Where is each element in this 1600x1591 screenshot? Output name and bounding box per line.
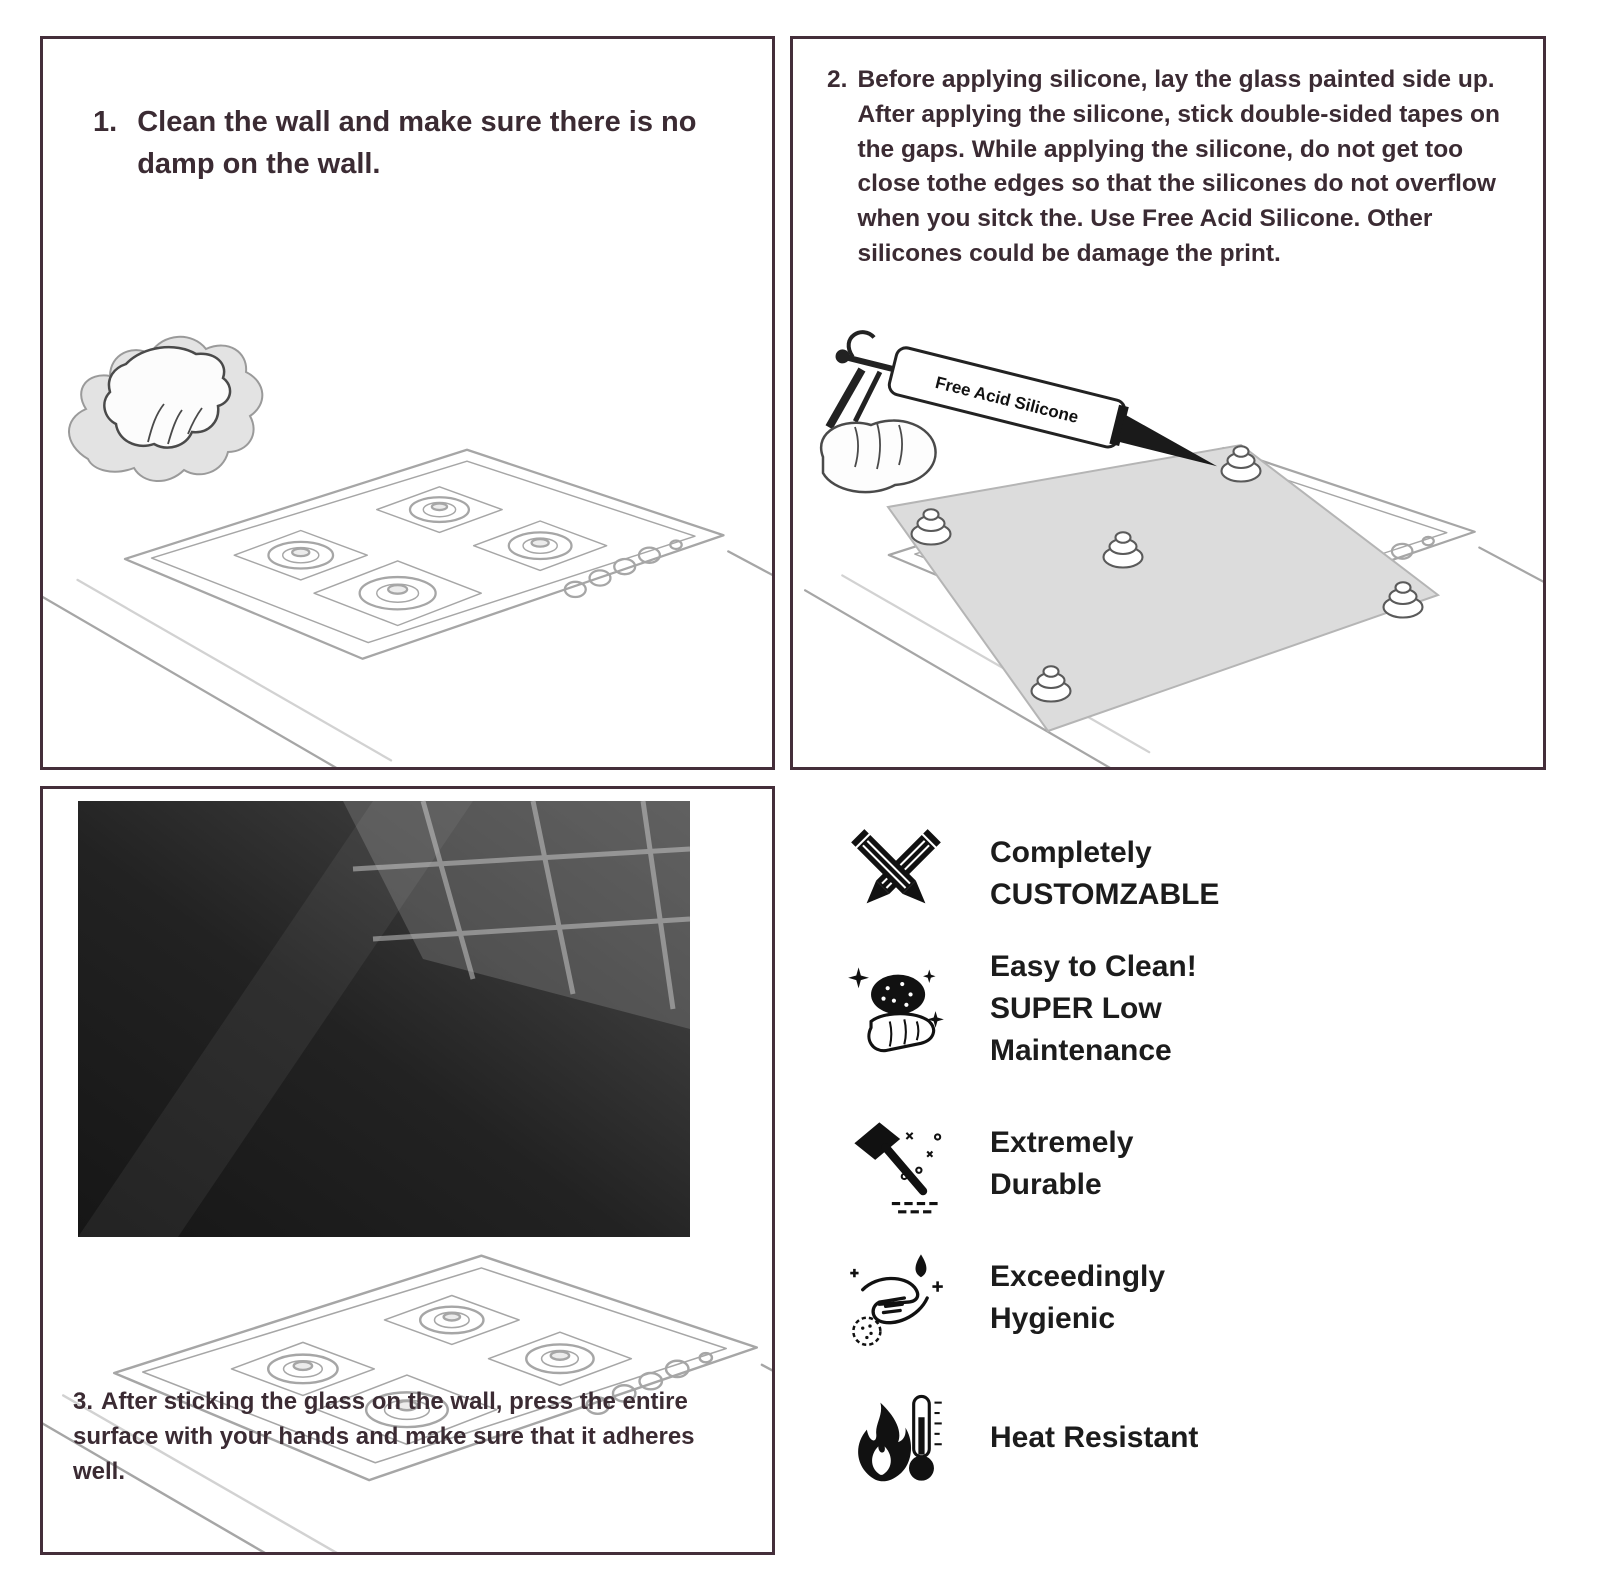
window-reflection (352, 800, 691, 1010)
step1-body: Clean the wall and make sure there is no… (137, 106, 697, 181)
feature-text: Extremely Durable (990, 1126, 1134, 1201)
step1-number: 1. (93, 106, 118, 138)
feature-customizable: Completely CUSTOMZABLE (840, 818, 1219, 930)
feature-heat-resistant: Heat Resistant (840, 1382, 1198, 1494)
feature-text: Exceedingly Hygienic (990, 1260, 1166, 1335)
feature-hygienic: Exceedingly Hygienic (840, 1242, 1165, 1354)
feature-easy-clean: Easy to Clean! SUPER Low Maintenance (840, 946, 1197, 1072)
feature-text: Completely CUSTOMZABLE (990, 836, 1220, 911)
step2-body: Before applying silicone, lay the glass … (857, 66, 1500, 267)
feature-durable: Extremely Durable (840, 1108, 1133, 1220)
mounted-glass-illustration (43, 800, 772, 1552)
feature-text: Heat Resistant (990, 1421, 1199, 1454)
stove-illustration (43, 448, 772, 767)
step1-panel: 1. Clean the wall and make sure there is… (40, 36, 775, 770)
sponge-icon (840, 953, 952, 1065)
step3-text: 3.After sticking the glass on the wall, … (73, 1385, 698, 1489)
step3-panel: 3.After sticking the glass on the wall, … (40, 786, 775, 1555)
hand-illustration (819, 419, 937, 494)
feature-text: Easy to Clean! SUPER Low Maintenance (990, 950, 1197, 1067)
glass-sheet-illustration (886, 443, 1441, 733)
step2-panel: Free Acid Silicone 2. Before applying si… (790, 36, 1546, 770)
hammer-icon (840, 1108, 952, 1220)
step2-text: 2. Before applying silicone, lay the gla… (827, 63, 1515, 272)
flame-thermometer-icon (840, 1382, 952, 1494)
silicone-application-illustration: Free Acid Silicone (803, 330, 1543, 767)
washing-hands-icon (840, 1242, 952, 1354)
step3-number: 3. (73, 1388, 94, 1415)
step2-number: 2. (827, 66, 848, 93)
step1-text: 1. Clean the wall and make sure there is… (93, 101, 733, 185)
black-glass-panel (78, 800, 691, 1237)
step3-body: After sticking the glass on the wall, pr… (73, 1388, 695, 1485)
pencils-icon (840, 818, 952, 930)
hand-cloth-illustration (67, 335, 264, 483)
